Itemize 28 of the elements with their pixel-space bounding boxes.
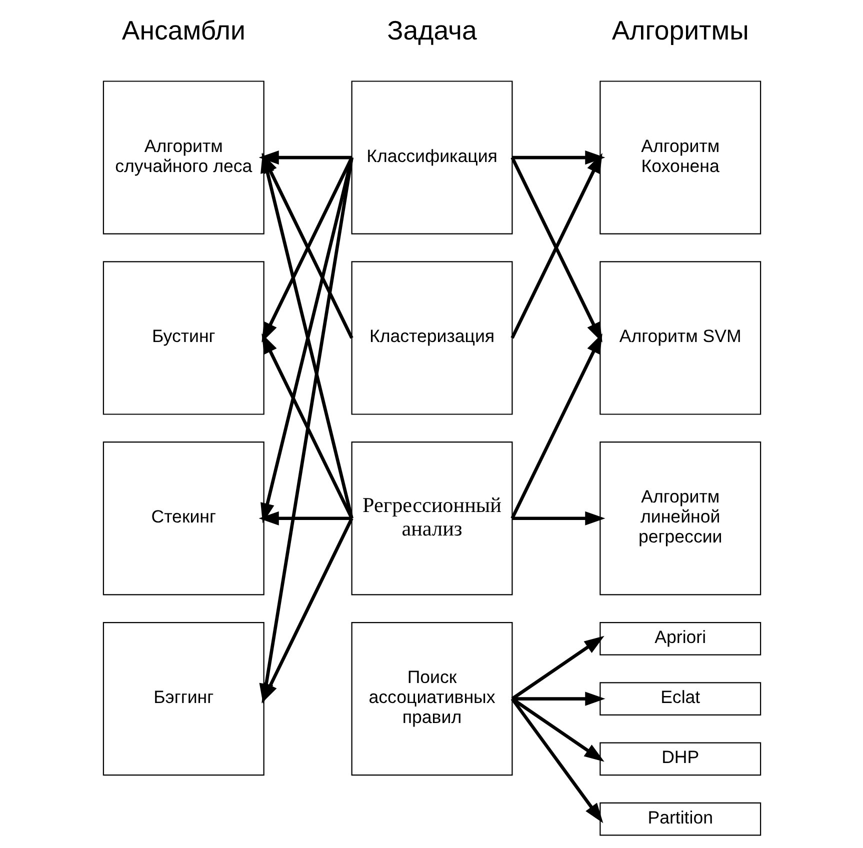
node-box: Стекинг [102, 442, 264, 596]
arrow [261, 518, 353, 704]
node-box: Регрессионный анализ [350, 442, 512, 596]
node-box: Классификация [350, 80, 512, 234]
label: Ансамбли [121, 16, 245, 46]
node-box: Алгоритм линейной регрессии [599, 442, 761, 596]
arrow [510, 636, 604, 700]
arrow [510, 697, 604, 762]
node-box: Бустинг [102, 261, 264, 415]
node-box: DHP [599, 742, 761, 776]
node-box: Кластеризация [350, 261, 512, 415]
node-box: Алгоритм SVM [599, 261, 761, 415]
arrow [261, 333, 353, 520]
arrow [258, 150, 352, 165]
arrow [512, 511, 605, 526]
label: Задача [386, 16, 476, 46]
node-box: Алгоритм Кохонена [599, 80, 761, 234]
arrow [258, 511, 352, 526]
arrow [510, 698, 603, 824]
label: Алгоритмы [611, 16, 748, 46]
node-box: Eclat [599, 682, 761, 716]
node-box: Apriori [599, 622, 761, 656]
arrow [510, 333, 602, 520]
node-box: Алгоритм случайного леса [102, 80, 264, 234]
node-box: Partition [599, 802, 761, 836]
node-box: Поиск ассоциативных правил [350, 622, 512, 776]
arrow [512, 150, 605, 165]
node-box: Бэггинг [102, 622, 264, 776]
